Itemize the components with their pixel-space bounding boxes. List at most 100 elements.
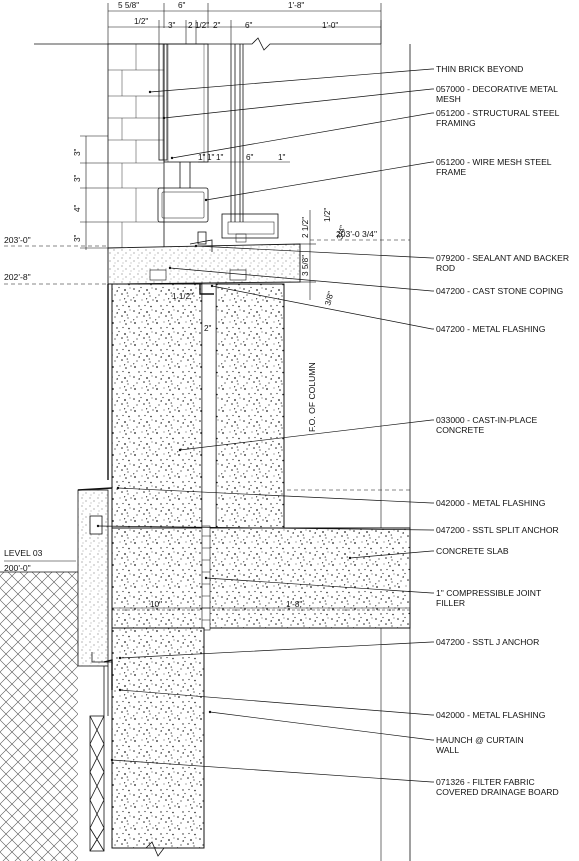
cast-in-place-concrete-wall: [111, 283, 285, 529]
callout-label: CONCRETE SLAB: [436, 546, 509, 556]
thin-brick-wall: [107, 43, 165, 251]
callout-label: 057000 - DECORATIVE METAL: [436, 84, 558, 94]
dim-2-half: 2 1/2": [188, 21, 209, 30]
callout-label: 047200 - CAST STONE COPING: [436, 286, 564, 296]
vdim-3a: 3": [73, 148, 82, 156]
sdim-1c: 1": [216, 153, 224, 162]
callout-labels: THIN BRICK BEYOND 057000 - DECORATIVE MET…: [436, 64, 569, 797]
dim-10: 10": [150, 600, 162, 609]
curtain-wall-mullions: [221, 44, 279, 243]
callout-label: FRAME: [436, 167, 466, 177]
dim-2b: 2": [204, 324, 212, 333]
dim-1-8-top: 1'-8": [288, 1, 304, 10]
bottom-break-line: [112, 841, 204, 857]
callout-label: CONCRETE: [436, 425, 484, 435]
left-vertical-dims: [80, 135, 108, 250]
callout-label: 051200 - WIRE MESH STEEL: [436, 157, 552, 167]
earth-fill: [0, 571, 78, 861]
callout-leader: [349, 550, 434, 559]
dim-1-8-slab: 1'-8": [286, 600, 302, 609]
callout-label: THIN BRICK BEYOND: [436, 64, 523, 74]
level-elevation: 200'-0": [4, 563, 31, 573]
dim-1-half: 1 1/2": [172, 292, 193, 301]
callout-leader: [169, 267, 434, 292]
callout-label: 042000 - METAL FLASHING: [436, 710, 546, 720]
vdim-2-half: 2 1/2": [301, 217, 310, 238]
callout-leader-dot: [118, 656, 122, 660]
callout-label: HAUNCH @ CURTAIN: [436, 735, 524, 745]
callout-leader: [163, 88, 434, 119]
elevation-202-8: 202'-8": [4, 272, 31, 282]
callout-leader: [171, 112, 434, 159]
level-name: LEVEL 03: [4, 548, 43, 558]
callout-leader: [119, 689, 434, 716]
callout-leader-dot: [348, 556, 352, 560]
callout-leader: [179, 419, 434, 451]
cast-stone-coping: [107, 239, 301, 285]
callout-label: FRAMING: [436, 118, 476, 128]
callout-label: WALL: [436, 745, 459, 755]
callout-leader-dot: [110, 758, 114, 762]
callout-label: 071326 - FILTER FABRIC: [436, 777, 535, 787]
dim-6-top: 6": [178, 1, 186, 10]
callout-leader: [209, 711, 434, 741]
callout-leaders: [96, 68, 434, 783]
top-break-line: [34, 37, 381, 51]
sdim-1a: 1": [198, 153, 206, 162]
callout-label: 047200 - SSTL SPLIT ANCHOR: [436, 525, 559, 535]
callout-leader-dot: [118, 688, 122, 692]
callout-label: 047200 - METAL FLASHING: [436, 324, 546, 334]
coping-vertical-dims: [300, 210, 316, 300]
dim-3: 3": [168, 21, 176, 30]
callout-leader-dot: [208, 710, 212, 714]
concrete-slab: [111, 525, 411, 631]
callout-leader-dot: [204, 576, 208, 580]
drainage-board: [89, 666, 109, 852]
callout-label: 042000 - METAL FLASHING: [436, 498, 546, 508]
steel-framing: [157, 43, 209, 245]
callout-leader-dot: [96, 524, 100, 528]
dim-1-0: 1'-0": [322, 21, 338, 30]
callout-leader-dot: [170, 156, 174, 160]
callout-label: 051200 - STRUCTURAL STEEL: [436, 108, 560, 118]
callout-leader-dot: [178, 448, 182, 452]
callout-leader-dot: [194, 244, 198, 248]
callout-leader: [211, 285, 434, 330]
dim-half: 1/2": [134, 17, 148, 26]
callout-label: 047200 - SSTL J ANCHOR: [436, 637, 539, 647]
vdim-3-5-8: 3 5/8": [301, 255, 310, 276]
vdim-3-4: 3/4": [335, 224, 347, 240]
elevation-203-0-3-4: 203'-0 3/4": [336, 229, 377, 239]
callout-leader: [97, 525, 434, 531]
callout-label: FILLER: [436, 598, 465, 608]
vdim-half: 1/2": [323, 208, 332, 222]
dim-2: 2": [213, 21, 221, 30]
dim-6: 6": [245, 21, 253, 30]
vdim-3b: 3": [73, 174, 82, 182]
sdim-6: 6": [246, 153, 254, 162]
callout-leader: [205, 161, 434, 201]
callout-leader: [117, 487, 434, 504]
dim-5-5-8: 5 5/8": [118, 1, 139, 10]
column-face-note: F.O. OF COLUMN: [307, 362, 317, 432]
vdim-3c: 3": [73, 234, 82, 242]
callout-leader: [111, 759, 434, 783]
callout-leader-dot: [116, 486, 120, 490]
brick-stack-lower: [77, 489, 112, 667]
callout-leader-dot: [168, 266, 172, 270]
sdim-1d: 1": [278, 153, 286, 162]
callout-leader: [205, 577, 434, 594]
callout-label: 1" COMPRESSIBLE JOINT: [436, 588, 542, 598]
callout-label: COVERED DRAINAGE BOARD: [436, 787, 559, 797]
callout-leader: [149, 68, 434, 93]
callout-label: ROD: [436, 263, 455, 273]
callout-label: 033000 - CAST-IN-PLACE: [436, 415, 538, 425]
callout-leader-dot: [148, 90, 152, 94]
haunch-curtain-wall: [111, 627, 205, 849]
decorative-metal-mesh: [158, 43, 168, 161]
elevation-203-0: 203'-0": [4, 235, 31, 245]
callout-label: MESH: [436, 94, 461, 104]
sdim-1b: 1": [207, 153, 215, 162]
callout-leader-dot: [204, 198, 208, 202]
